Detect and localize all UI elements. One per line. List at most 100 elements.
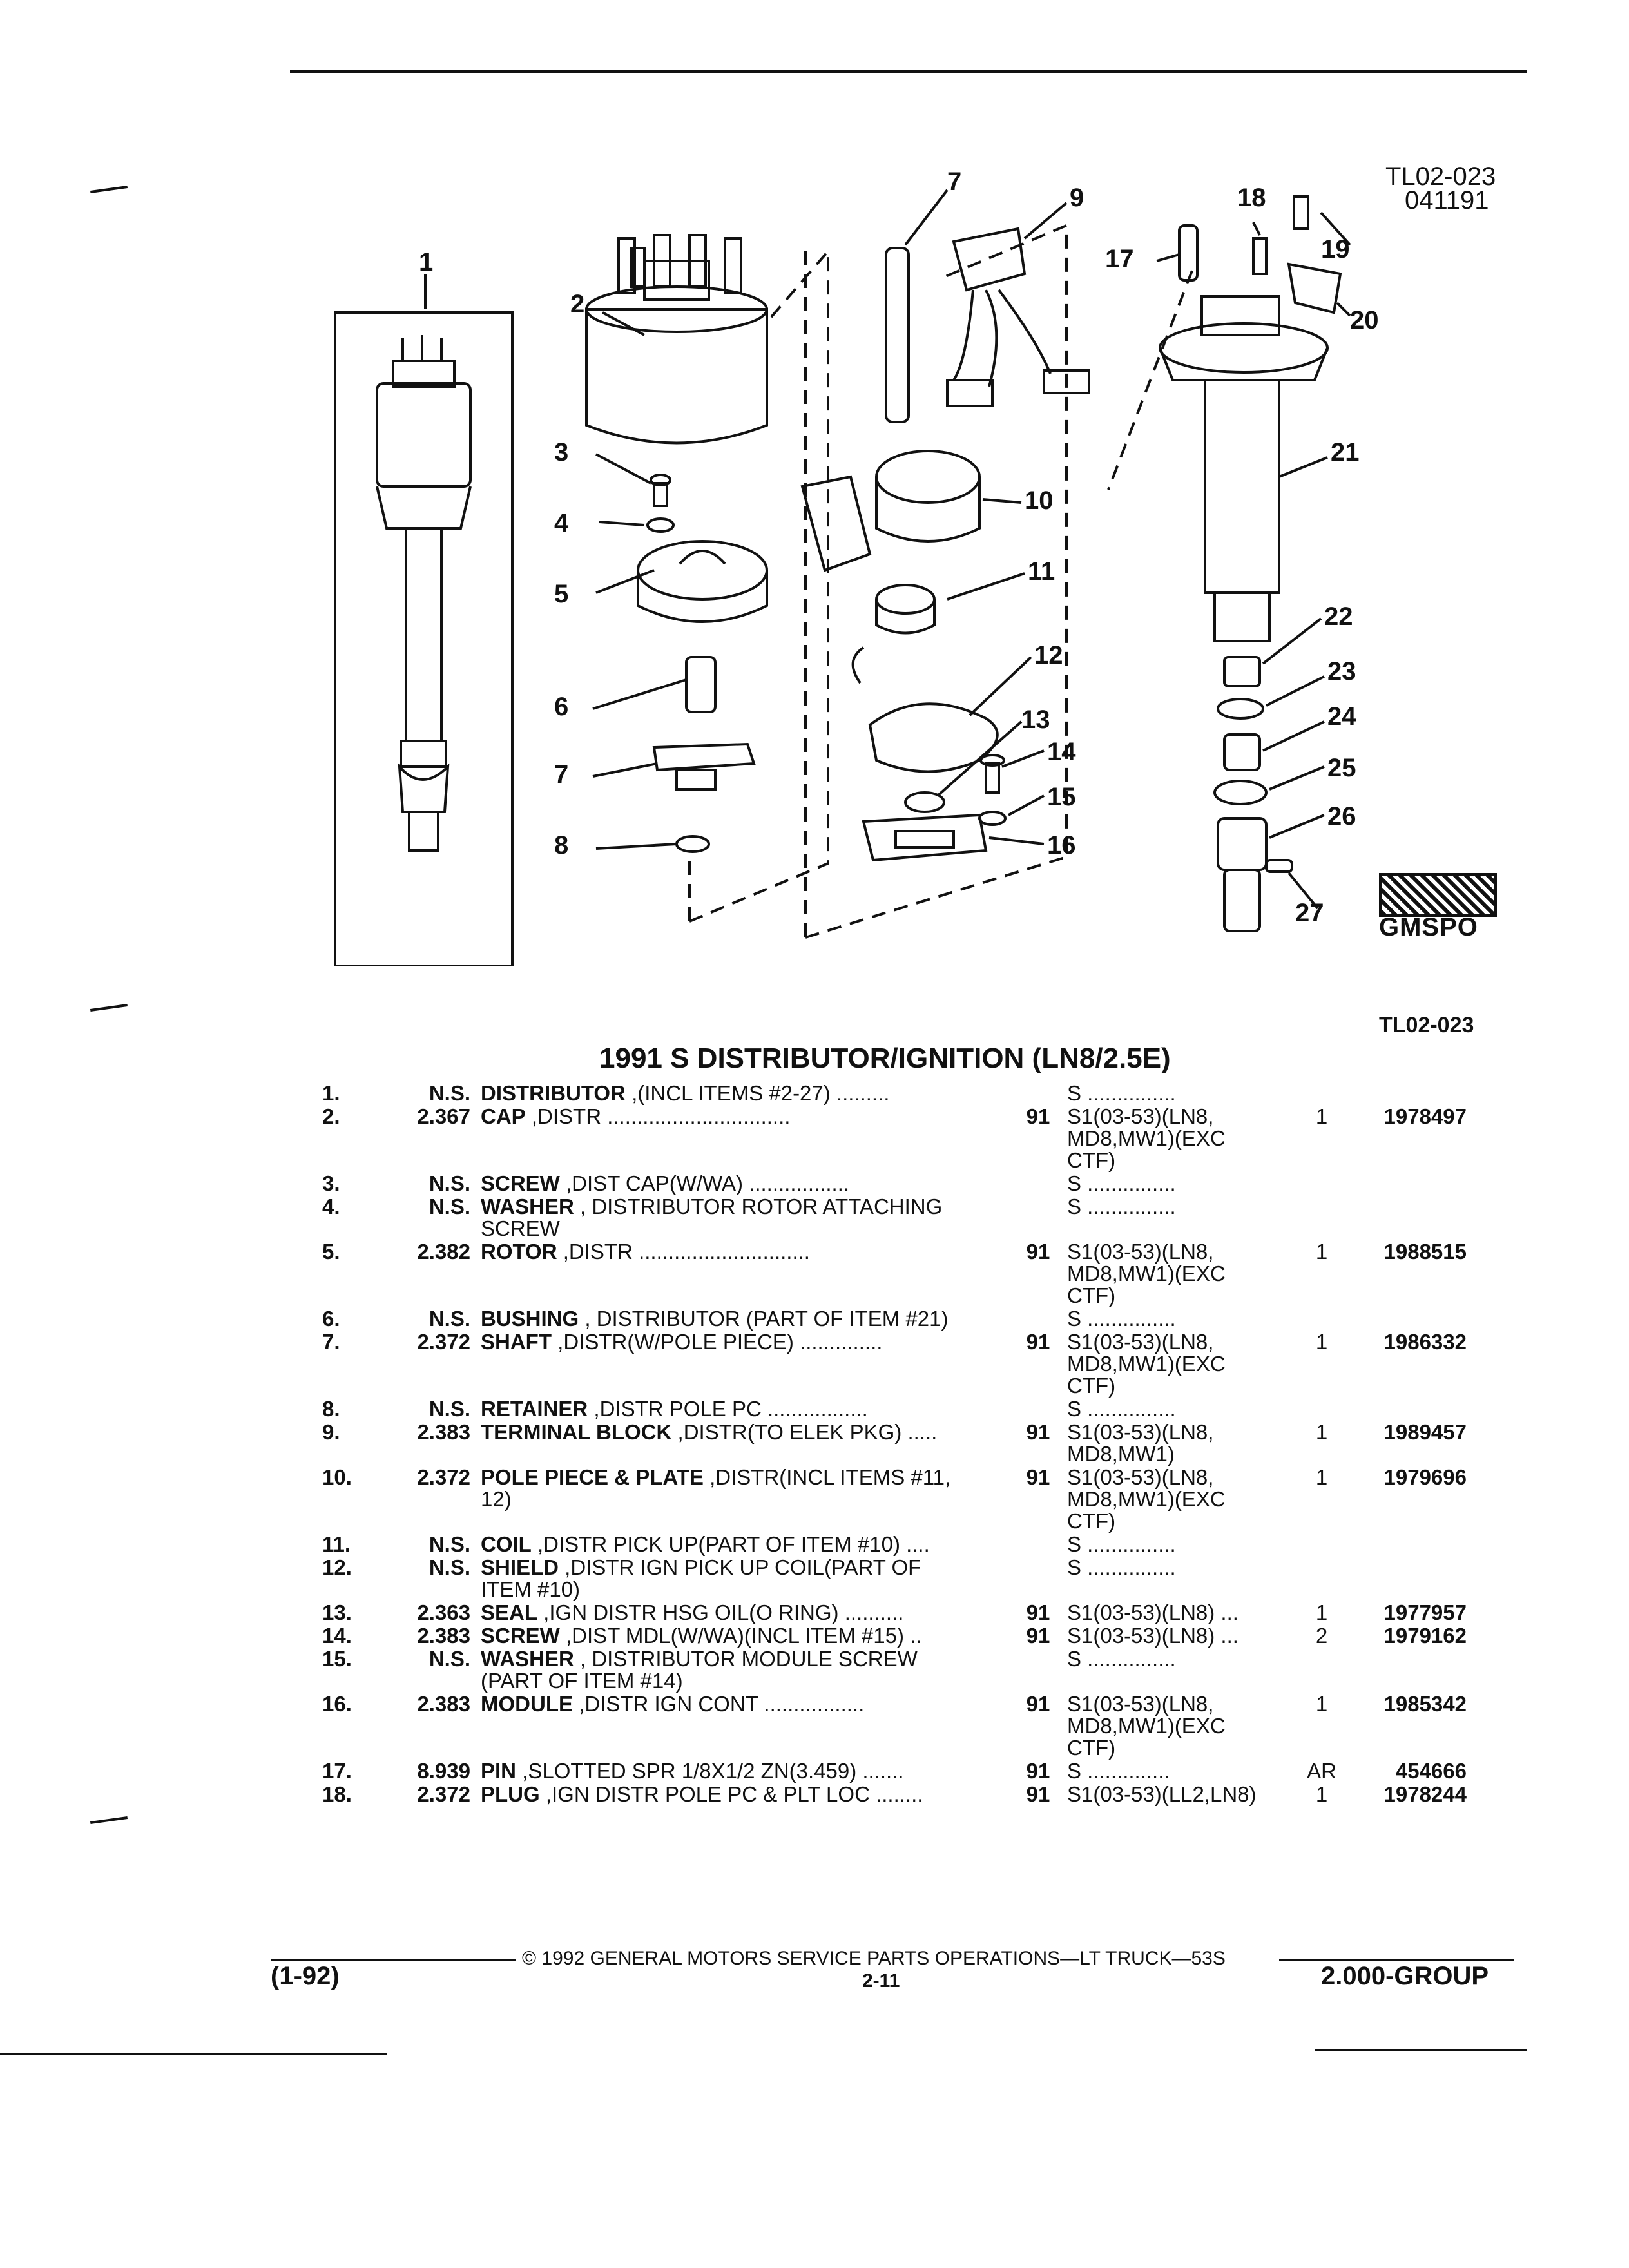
part-description: COIL ,DISTR PICK UP(PART OF ITEM #10) ..… (481, 1533, 1009, 1557)
group-number: N.S. (429, 1555, 470, 1579)
quantity: 1 (1315, 1330, 1328, 1354)
item-number: 18. (322, 1782, 352, 1806)
part-name: POLE PIECE & PLATE (481, 1465, 704, 1489)
model-year (1009, 1398, 1067, 1421)
part-number: 1986332 (1383, 1330, 1467, 1354)
part-detail: ,DISTR(W/POLE PIECE) .............. (552, 1330, 883, 1354)
part-name: CAP (481, 1104, 526, 1128)
part-name: SCREW (481, 1624, 560, 1648)
part-detail: ,DISTR(INCL ITEMS #11, 12) (481, 1465, 951, 1511)
part-number (1351, 1082, 1467, 1106)
group-number: 2.372 (417, 1330, 470, 1354)
model-year: 91 (1026, 1465, 1050, 1489)
part-description: WASHER , DISTRIBUTOR MODULE SCREW (PART … (481, 1648, 1009, 1693)
part-description: SHAFT ,DISTR(W/POLE PIECE) .............… (481, 1331, 1009, 1398)
item-number: 8. (322, 1397, 340, 1421)
part-detail: ,DISTR IGN CONT ................. (573, 1692, 865, 1716)
item-number: 2. (322, 1104, 340, 1128)
table-row: 6.N.S.BUSHING , DISTRIBUTOR (PART OF ITE… (322, 1308, 1467, 1331)
bottom-rule-right (1315, 2049, 1527, 2051)
part-number: 1988515 (1383, 1240, 1467, 1264)
callout-1: 1 (419, 248, 433, 276)
part-number (1351, 1173, 1467, 1196)
quantity: 1 (1315, 1782, 1328, 1806)
part-name: SCREW (481, 1171, 560, 1195)
margin-mark (90, 185, 128, 194)
quantity: 1 (1315, 1104, 1328, 1128)
application: S ............... (1067, 1081, 1176, 1105)
application: S ............... (1067, 1647, 1176, 1671)
part-name: SHIELD (481, 1555, 559, 1579)
callout-19: 19 (1321, 235, 1350, 264)
part-number (1351, 1648, 1467, 1693)
model-year: 91 (1026, 1330, 1050, 1354)
quantity (1293, 1308, 1351, 1331)
callout-7b: 7 (947, 168, 961, 196)
model-year: 91 (1026, 1782, 1050, 1806)
quantity (1293, 1173, 1351, 1196)
item-number: 12. (322, 1555, 352, 1579)
part-description: TERMINAL BLOCK ,DISTR(TO ELEK PKG) ..... (481, 1421, 1009, 1466)
gmspo-logo: GMSPO (1379, 873, 1497, 944)
part-detail: ,DISTR PICK UP(PART OF ITEM #10) .... (531, 1532, 930, 1556)
footer-rule-left (271, 1959, 516, 1961)
page-number: 2-11 (862, 1970, 900, 1992)
callout-6: 6 (554, 693, 568, 721)
model-year: 91 (1026, 1600, 1050, 1624)
part-name: WASHER (481, 1195, 574, 1218)
part-number (1351, 1398, 1467, 1421)
callout-4: 4 (554, 509, 569, 537)
model-year: 91 (1026, 1420, 1050, 1444)
part-description: SCREW ,DIST MDL(W/WA)(INCL ITEM #15) .. (481, 1625, 1009, 1648)
part-description: PLUG ,IGN DISTR POLE PC & PLT LOC ......… (481, 1783, 1009, 1807)
application: S .............. (1067, 1759, 1170, 1783)
application: S1(03-53)(LN8, MD8,MW1)(EXC CTF) (1067, 1240, 1226, 1307)
part-detail: ,DISTR(TO ELEK PKG) ..... (671, 1420, 938, 1444)
item-number: 10. (322, 1465, 352, 1489)
item-number: 5. (322, 1240, 340, 1264)
part-description: ROTOR ,DISTR ...........................… (481, 1241, 1009, 1308)
model-year (1009, 1173, 1067, 1196)
application: S1(03-53)(LN8, MD8,MW1)(EXC CTF) (1067, 1692, 1226, 1760)
part-description: PIN ,SLOTTED SPR 1/8X1/2 ZN(3.459) .....… (481, 1760, 1009, 1783)
part-name: ROTOR (481, 1240, 557, 1264)
part-detail: ,IGN DISTR POLE PC & PLT LOC ........ (539, 1782, 923, 1806)
model-year: 91 (1026, 1692, 1050, 1716)
top-rule (290, 70, 1527, 73)
group-number: 2.383 (417, 1624, 470, 1648)
callout-17: 17 (1105, 245, 1134, 273)
application: S ............... (1067, 1532, 1176, 1556)
callout-7: 7 (554, 760, 568, 789)
group-number: 2.363 (417, 1600, 470, 1624)
part-number: 1978244 (1383, 1782, 1467, 1806)
figure-code-secondary: 041191 (1405, 186, 1489, 215)
quantity: 1 (1315, 1240, 1328, 1264)
item-number: 13. (322, 1600, 352, 1624)
model-year (1009, 1308, 1067, 1331)
quantity (1293, 1082, 1351, 1106)
group-number: 8.939 (417, 1759, 470, 1783)
part-number (1351, 1533, 1467, 1557)
callout-23: 23 (1327, 657, 1356, 686)
part-name: BUSHING (481, 1307, 579, 1331)
part-name: SHAFT (481, 1330, 552, 1354)
part-number: 1989457 (1383, 1420, 1467, 1444)
section-title: 1991 S DISTRIBUTOR/IGNITION (LN8/2.5E) (599, 1043, 1171, 1074)
part-name: DISTRIBUTOR (481, 1081, 626, 1105)
part-name: PIN (481, 1759, 517, 1783)
item-number: 15. (322, 1647, 352, 1671)
quantity: AR (1307, 1759, 1336, 1783)
application: S1(03-53)(LN8, MD8,MW1)(EXC CTF) (1067, 1330, 1226, 1398)
application: S1(03-53)(LN8, MD8,MW1)(EXC CTF) (1067, 1104, 1226, 1172)
quantity: 1 (1315, 1600, 1328, 1624)
margin-mark (90, 1816, 128, 1825)
item-number: 6. (322, 1307, 340, 1331)
quantity (1293, 1196, 1351, 1241)
part-detail: ,DISTR ............................. (557, 1240, 810, 1264)
quantity: 2 (1315, 1624, 1328, 1648)
